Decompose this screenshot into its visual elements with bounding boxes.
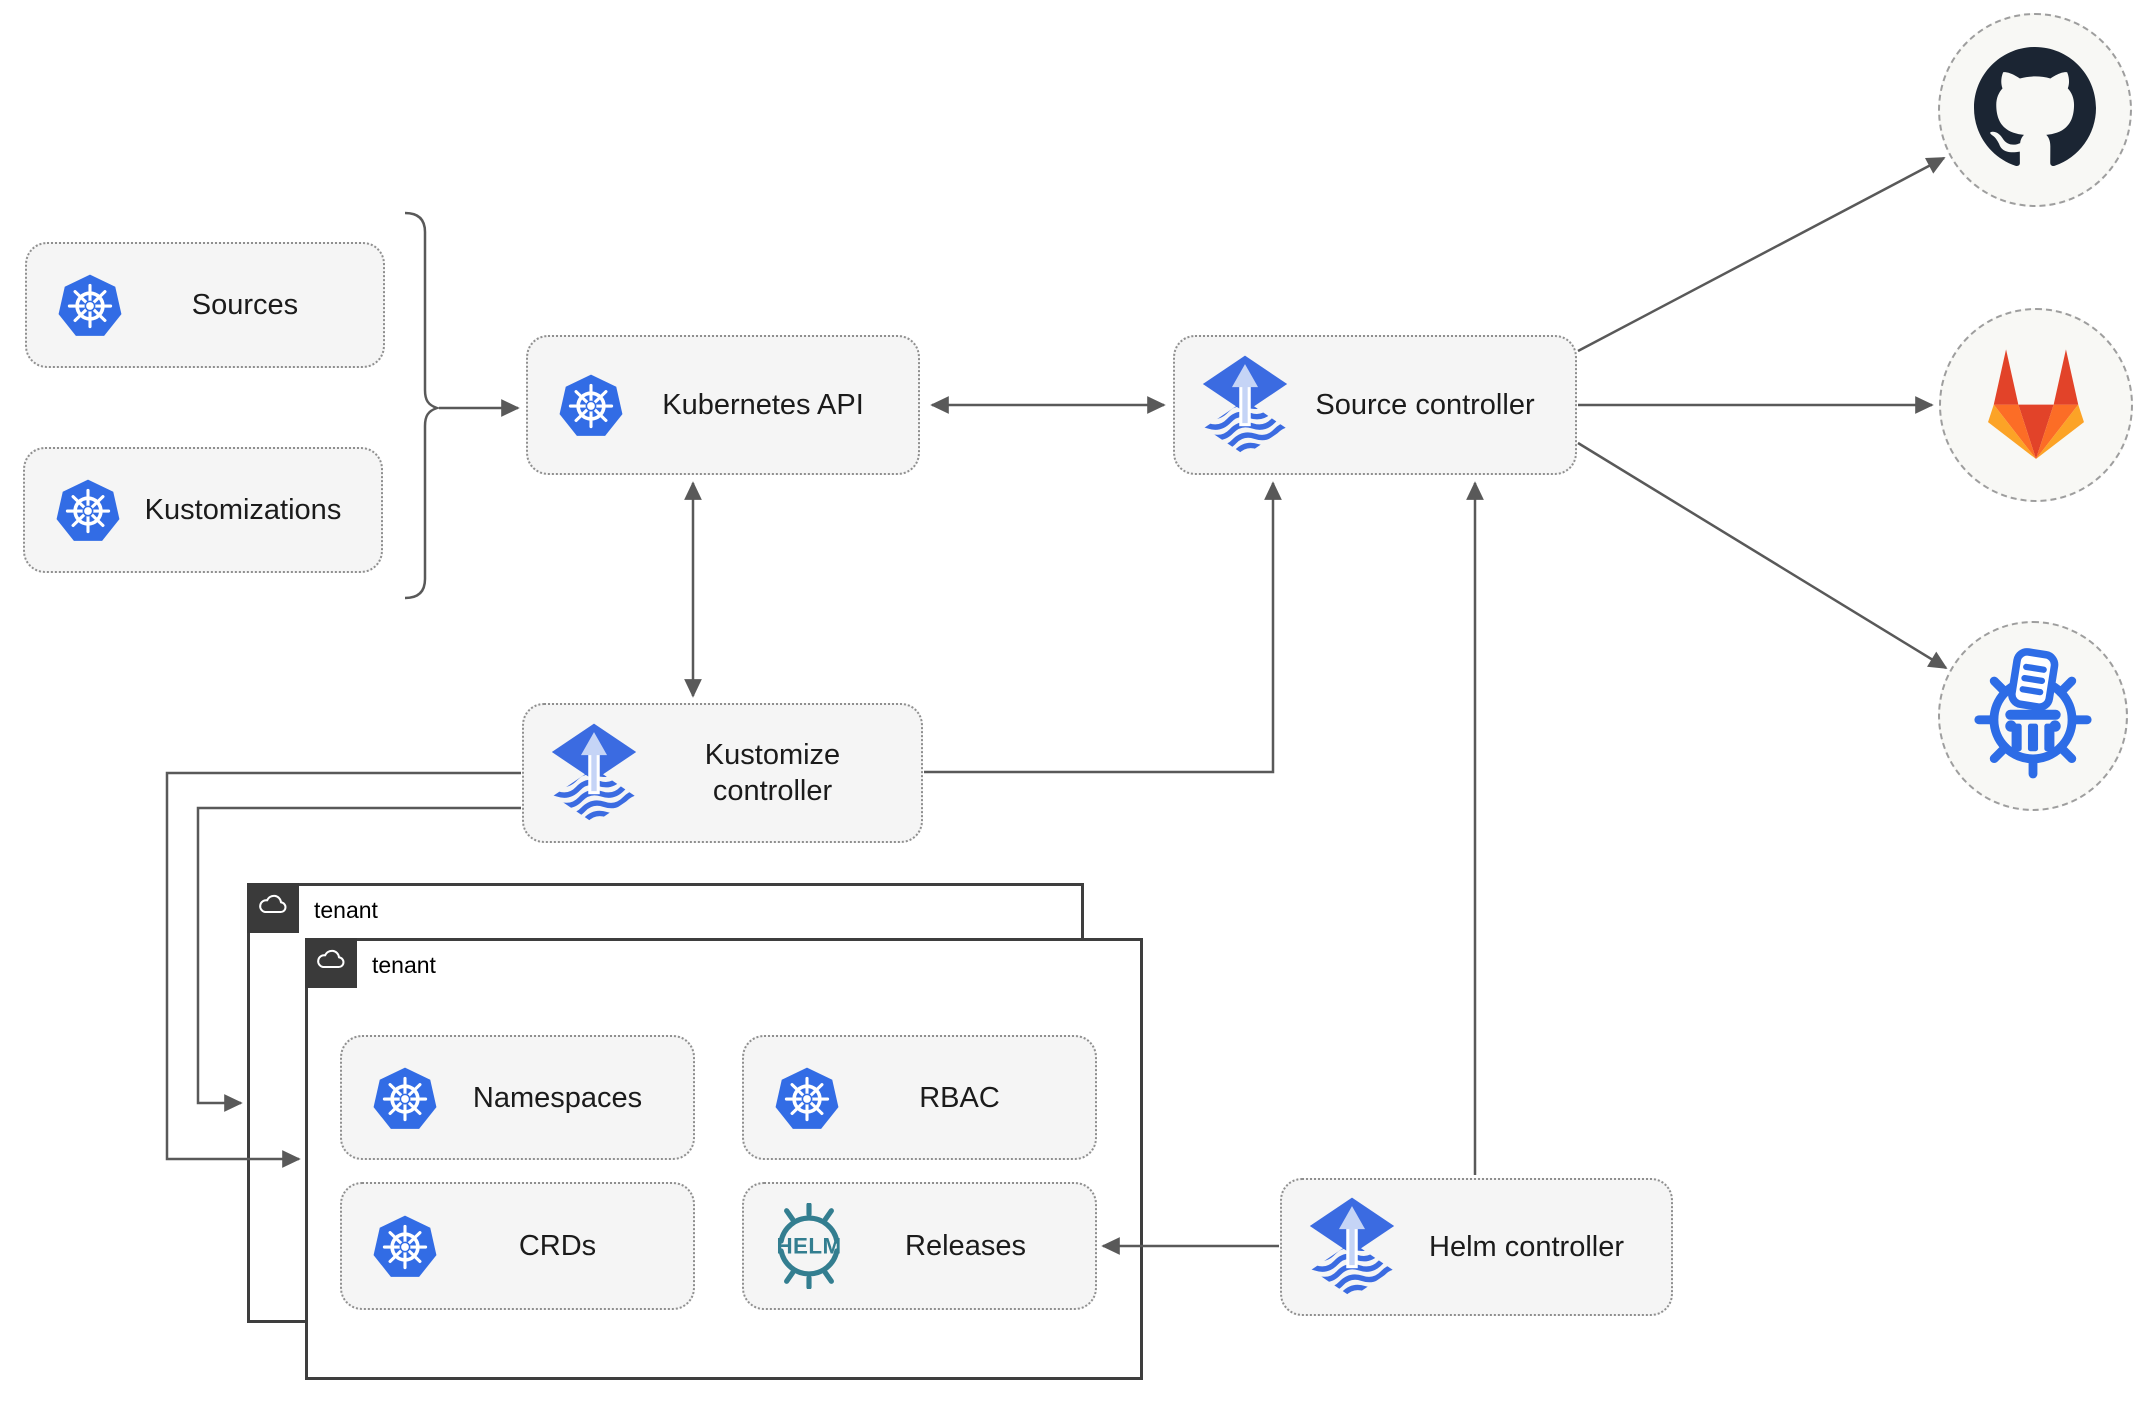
node-releases-label: Releases: [905, 1230, 1026, 1262]
tenant-outer-label: tenant: [314, 897, 378, 923]
edge-source-controller-chartmuseum: [1577, 441, 1948, 670]
node-kustomize-controller: Kustomize controller: [522, 703, 923, 843]
flux-icon: [1306, 1196, 1398, 1299]
gitlab-node: [1939, 308, 2133, 502]
github-node: [1938, 13, 2132, 207]
node-kubernetes-api: Kubernetes API: [526, 335, 920, 475]
sources-brace: [404, 211, 441, 600]
node-crds-label: CRDs: [518, 1230, 597, 1262]
node-namespaces-label: Namespaces: [472, 1081, 643, 1114]
kubernetes-icon: [57, 271, 123, 339]
svg-text:HELM: HELM: [776, 1234, 841, 1259]
flux-icon: [1199, 354, 1291, 457]
node-crds: CRDs: [340, 1182, 695, 1310]
node-source-controller: Source controller: [1173, 335, 1577, 475]
node-kustomizations-label: Kustomizations: [144, 494, 342, 526]
kubernetes-icon: [372, 1212, 438, 1280]
tenant-inner-badge: [305, 938, 357, 988]
chartmuseum-icon: [1970, 648, 2096, 784]
github-icon: [1974, 46, 2096, 174]
node-kubernetes-api-label: Kubernetes API: [662, 389, 864, 421]
node-releases: HELM Releases: [742, 1182, 1097, 1310]
kubernetes-icon: [372, 1064, 438, 1132]
cloud-icon: [314, 945, 348, 982]
flux-icon: [548, 722, 640, 825]
node-helm-controller-label: Helm controller: [1429, 1231, 1624, 1263]
chartmuseum-node: [1938, 621, 2128, 811]
node-helm-controller: Helm controller: [1280, 1178, 1673, 1316]
kubernetes-icon: [774, 1064, 840, 1132]
edge-kustomize-controller-source-controller: [924, 481, 1282, 774]
node-sources: Sources: [25, 242, 385, 368]
kubernetes-icon: [558, 371, 624, 439]
tenant-inner-label: tenant: [372, 952, 436, 978]
node-namespaces: Namespaces: [340, 1035, 695, 1160]
edge-source-controller-github: [1577, 156, 1946, 353]
node-sources-label: Sources: [191, 289, 299, 321]
node-kustomize-controller-label: Kustomize controller: [704, 739, 841, 807]
cloud-icon: [256, 890, 290, 927]
tenant-outer-badge: [247, 883, 299, 933]
gitlab-icon: [1975, 347, 2097, 464]
kubernetes-icon: [55, 476, 121, 544]
node-kustomizations: Kustomizations: [23, 447, 383, 573]
node-rbac-label: RBAC: [919, 1081, 1000, 1114]
node-rbac: RBAC: [742, 1035, 1097, 1160]
node-source-controller-label: Source controller: [1315, 389, 1535, 421]
helm-icon: HELM: [766, 1203, 852, 1289]
